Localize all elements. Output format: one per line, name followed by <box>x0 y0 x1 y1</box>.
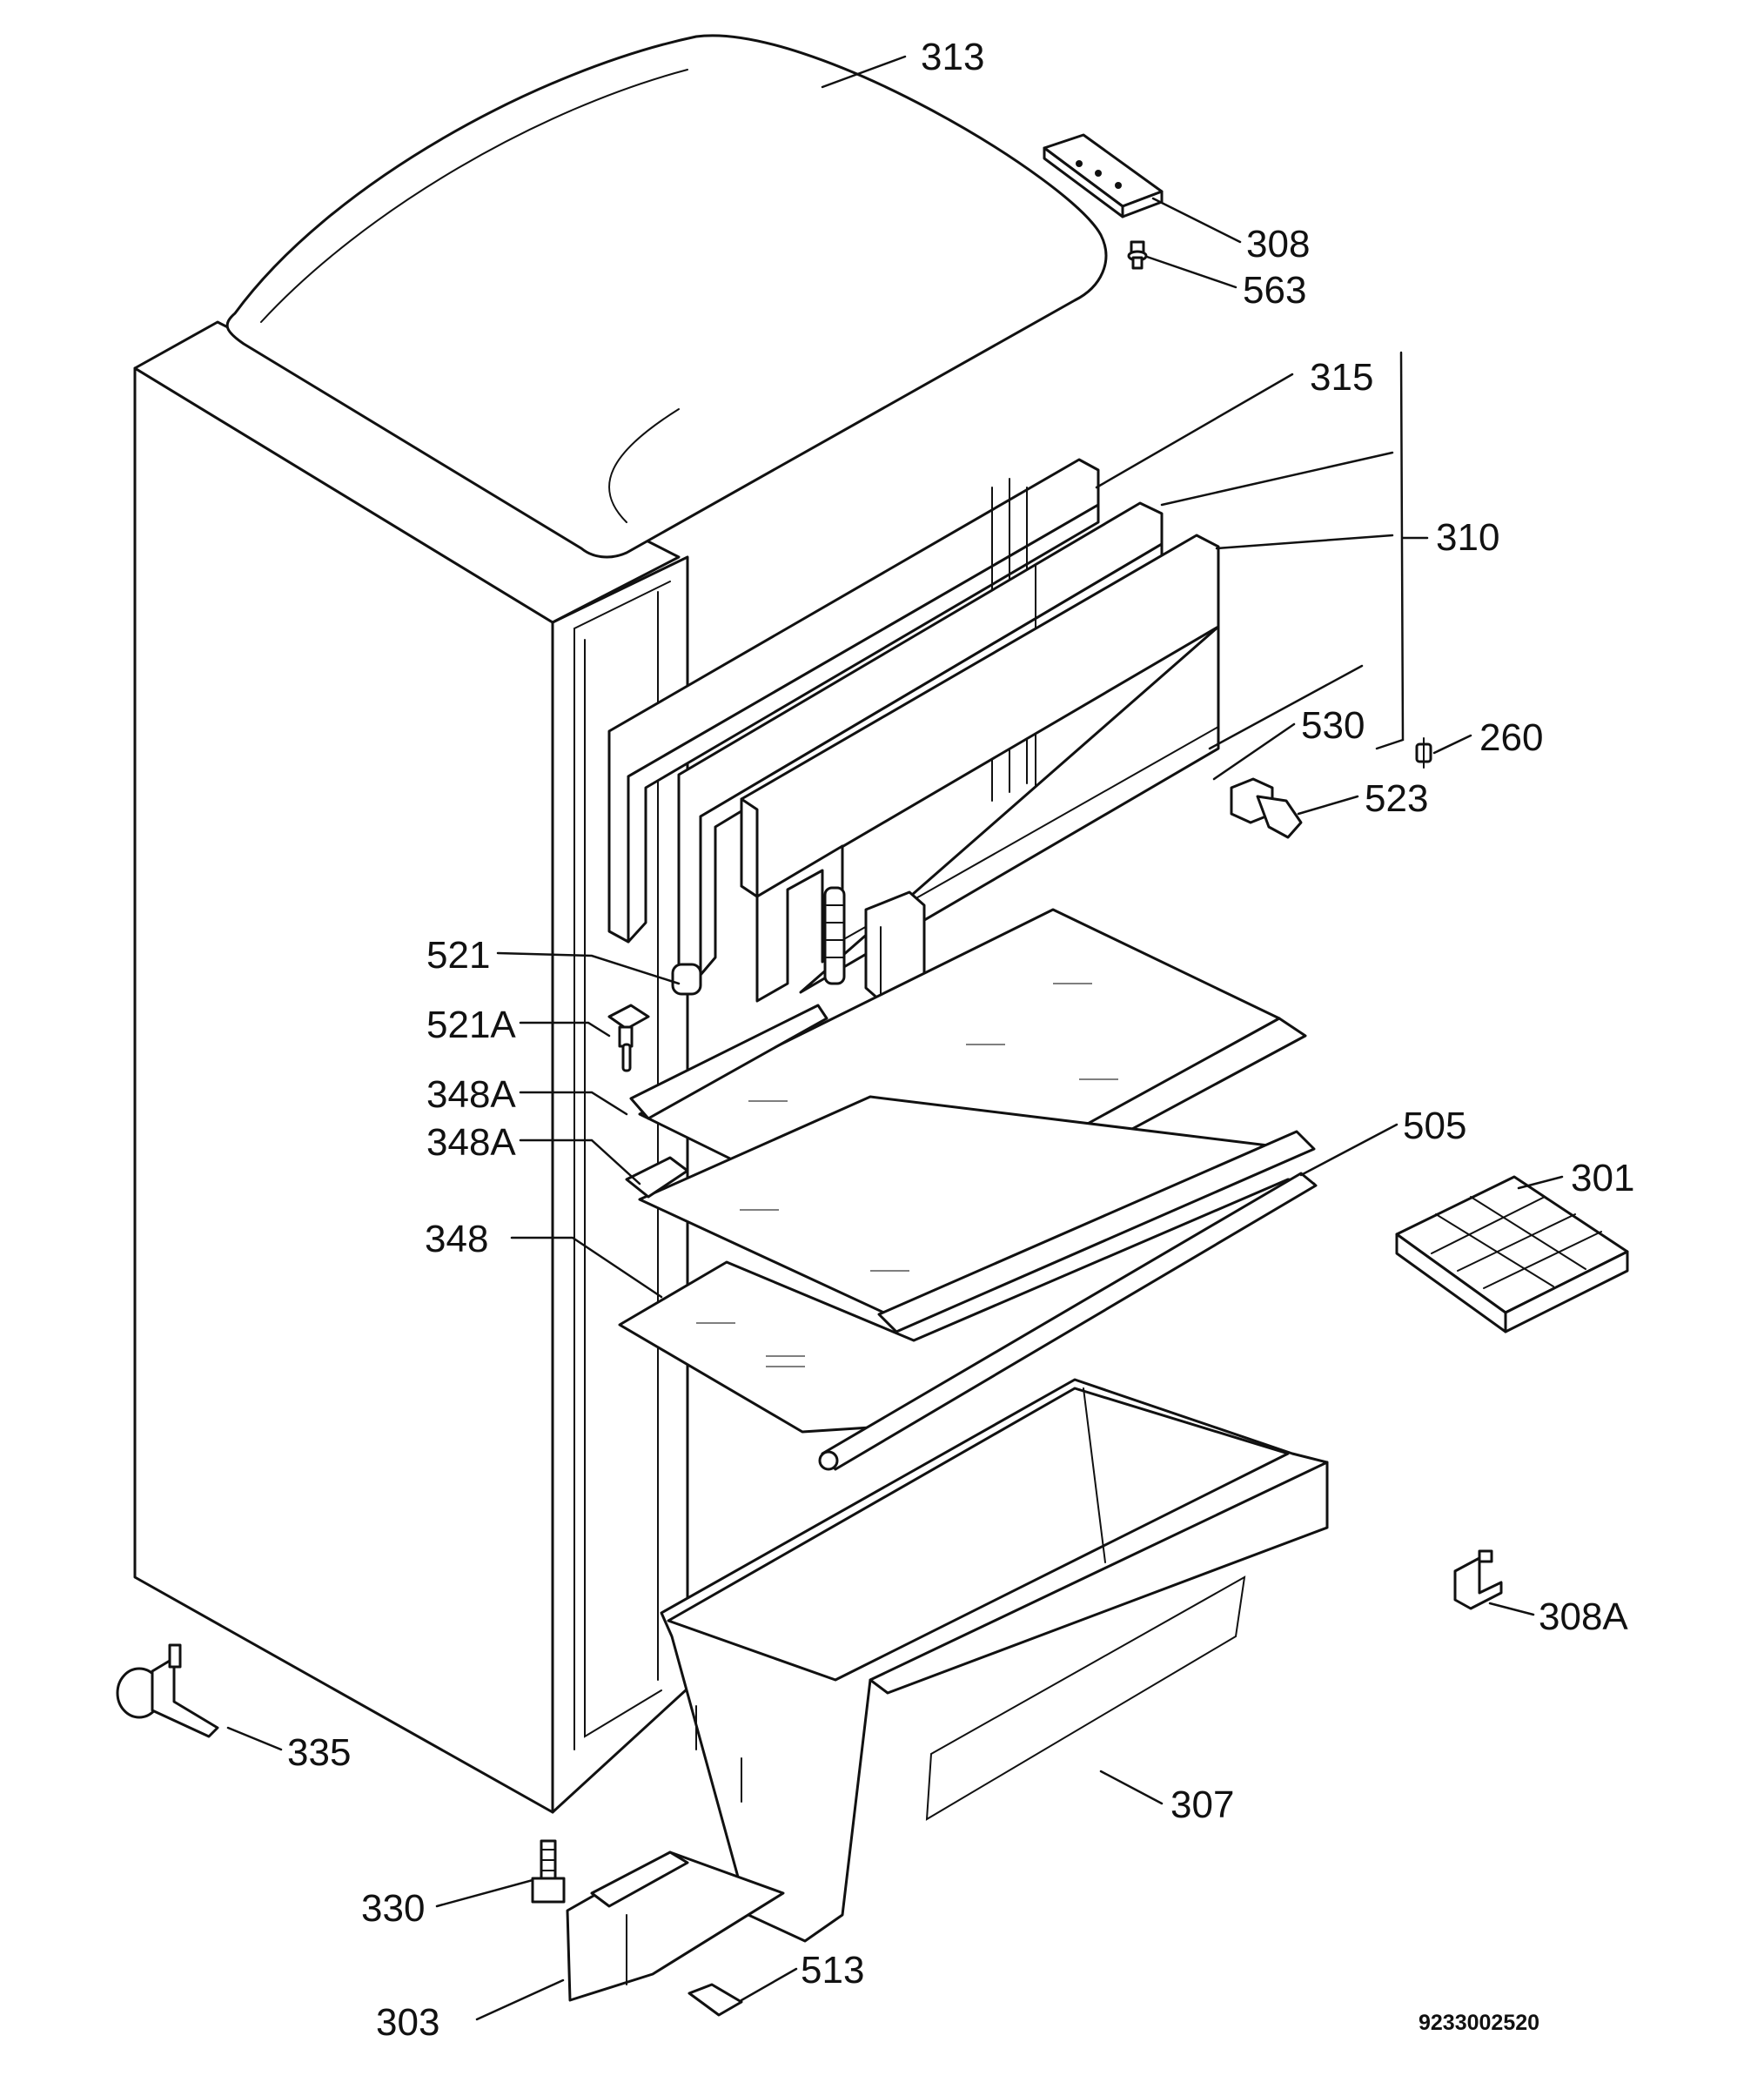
crisper-drawer-307 <box>660 1378 1329 1943</box>
label-563: 563 <box>1243 269 1306 312</box>
label-530: 530 <box>1301 704 1365 747</box>
bracket-part-308A <box>1453 1549 1503 1610</box>
cabinet-body <box>133 320 689 1814</box>
label-260: 260 <box>1479 716 1543 759</box>
label-505: 505 <box>1403 1105 1466 1147</box>
screw-part-563 <box>1127 240 1148 270</box>
bracket-part-523 <box>1230 777 1303 839</box>
hinge-part-308 <box>1043 133 1164 218</box>
cap-part-521 <box>671 963 702 996</box>
label-348A-lower: 348A <box>426 1121 516 1164</box>
label-313: 313 <box>921 36 984 78</box>
glass-shelf-middle <box>625 1095 1316 1333</box>
label-348A-upper: 348A <box>426 1073 516 1116</box>
plug-part-521A <box>607 1004 650 1072</box>
label-310: 310 <box>1436 516 1499 559</box>
part-labels: 313 308 563 315 310 530 260 523 521 521A… <box>287 36 1634 2044</box>
drawing-code: 9233002520 <box>1419 2011 1539 2035</box>
plinth-part-303 <box>566 1851 785 2002</box>
label-335: 335 <box>287 1731 351 1774</box>
label-513: 513 <box>801 1949 864 1992</box>
hinge-part-335 <box>116 1643 219 1738</box>
label-521: 521 <box>426 934 490 977</box>
label-308A: 308A <box>1539 1595 1628 1638</box>
door-spring-assembly <box>823 886 846 985</box>
clip-part-513 <box>687 1983 743 2017</box>
label-303: 303 <box>376 2001 439 2044</box>
label-348: 348 <box>425 1218 488 1260</box>
top-cover-313 <box>225 34 1108 559</box>
shelf-trim-505 <box>818 1172 1318 1471</box>
label-521A: 521A <box>426 1004 516 1046</box>
label-307: 307 <box>1170 1783 1234 1826</box>
label-301: 301 <box>1571 1157 1634 1199</box>
screw-part-330 <box>531 1839 566 1904</box>
ice-tray-301 <box>1395 1175 1629 1333</box>
label-315: 315 <box>1310 356 1373 399</box>
label-330: 330 <box>361 1887 425 1930</box>
label-308: 308 <box>1246 223 1310 265</box>
label-523: 523 <box>1365 777 1428 820</box>
leader-lines <box>226 55 1564 2021</box>
clip-part-260 <box>1415 737 1432 769</box>
